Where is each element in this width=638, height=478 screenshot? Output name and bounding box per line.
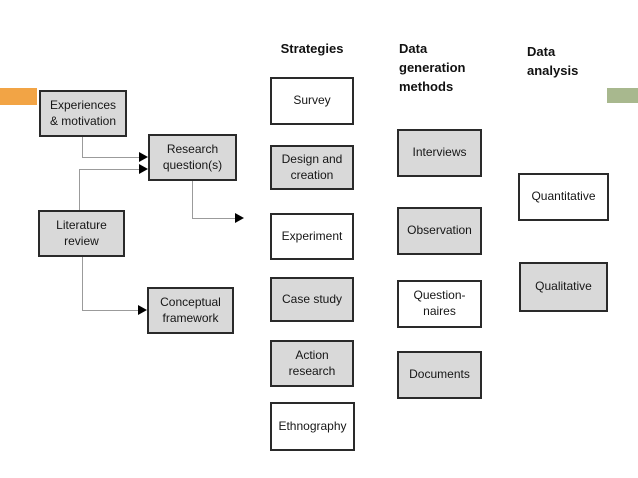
arrow-right-icon [139,152,148,162]
right-accent-bar [607,88,638,103]
left-accent-bar [0,88,37,105]
box-interviews: Interviews [397,129,482,177]
box-observation: Observation [397,207,482,255]
connector-literature-to-rq-vertical [79,169,80,210]
box-questionnaires: Question- naires [397,280,482,328]
connector-rq-to-strategies-vertical [192,181,193,219]
arrow-right-icon [138,305,147,315]
box-ethnography: Ethnography [270,402,355,451]
connector-rq-to-strategies-horizontal [192,218,235,219]
connector-literature-to-rq-horizontal [79,169,139,170]
box-qualitative: Qualitative [519,262,608,312]
box-survey: Survey [270,77,354,125]
box-quantitative: Quantitative [518,173,609,221]
header-data-generation-methods: Data generation methods [399,41,466,94]
box-action-research: Action research [270,340,354,387]
connector-experiences-to-rq-horizontal [82,157,139,158]
connector-literature-to-conceptual-horizontal [82,310,138,311]
arrow-right-icon [235,213,244,223]
header-strategies: Strategies [280,41,344,56]
arrow-right-icon [139,164,148,174]
box-design-and-creation: Design and creation [270,145,354,190]
box-experiment: Experiment [270,213,354,260]
box-documents: Documents [397,351,482,399]
header-data-analysis: Data analysis [527,44,579,78]
box-conceptual-framework: Conceptual framework [147,287,234,334]
connector-experiences-to-rq-vertical [82,137,83,158]
box-literature-review: Literature review [38,210,125,257]
box-experiences-motivation: Experiences & motivation [39,90,127,137]
box-case-study: Case study [270,277,354,322]
connector-literature-to-conceptual-vertical [82,257,83,311]
box-research-questions: Research question(s) [148,134,237,181]
